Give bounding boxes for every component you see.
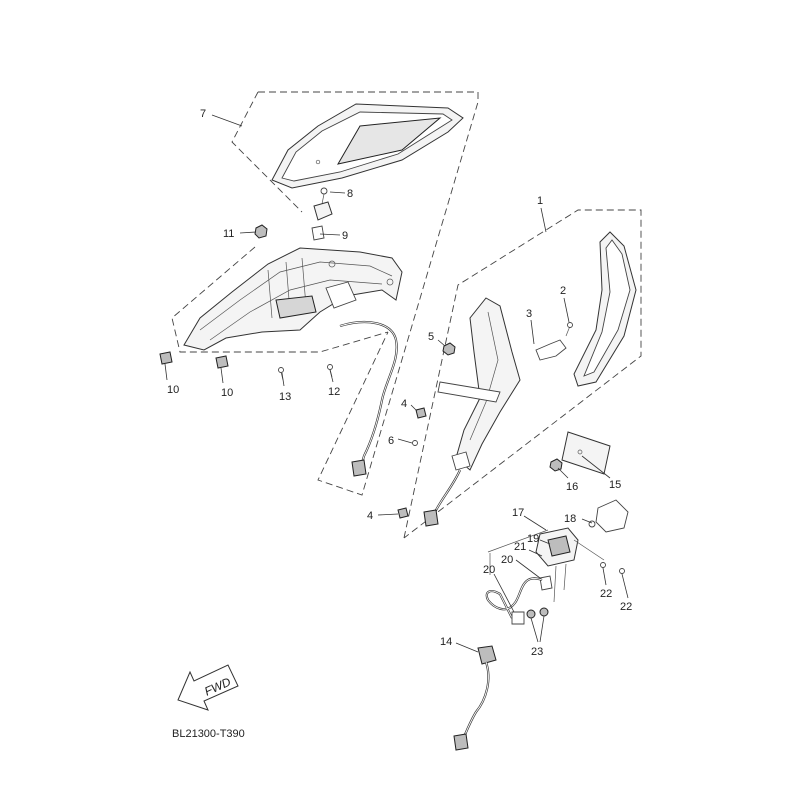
callout-labels: 7 8 11 9 1 2 3 5 10 10 13 12 4 6 16 15 4… (167, 108, 632, 658)
callout-12: 12 (328, 386, 340, 398)
part-1-bracket (423, 297, 521, 527)
part-7-cover (271, 103, 464, 189)
part-4-clip-lower (397, 507, 409, 519)
fwd-arrow-icon (177, 664, 239, 711)
diagram-code: BL21300-T390 (172, 728, 245, 740)
callout-22-right: 22 (620, 601, 632, 613)
part-16-nut (549, 458, 563, 472)
dashed-boundary-left (171, 246, 389, 353)
callout-4-upper: 4 (401, 398, 407, 410)
callout-9: 9 (342, 230, 348, 242)
callout-16: 16 (566, 481, 578, 493)
part-15-plate-light (561, 431, 611, 475)
part-9-bulb (311, 201, 333, 241)
leader-lines (164, 114, 629, 653)
callout-23: 23 (531, 646, 543, 658)
callout-2: 2 (560, 285, 566, 297)
callout-6: 6 (388, 435, 394, 447)
dashed-boundary-top (231, 91, 479, 496)
callout-10-left: 10 (167, 384, 179, 396)
part-14-connector (453, 645, 497, 751)
right-lens (573, 231, 637, 387)
dashed-boundary-right (403, 209, 642, 539)
callout-11: 11 (223, 228, 234, 240)
part-8-screw (320, 187, 328, 205)
tail-light-assembly (485, 499, 629, 625)
callout-7: 7 (200, 108, 206, 120)
callout-4-lower: 4 (367, 510, 373, 522)
callout-20-upper: 20 (501, 554, 513, 566)
callout-14: 14 (440, 636, 452, 648)
callout-21: 21 (514, 541, 526, 553)
callout-18: 18 (564, 513, 576, 525)
callout-22-left: 22 (600, 588, 612, 600)
part-5-nut (442, 342, 456, 356)
part-10-clips (159, 351, 229, 369)
callout-19: 19 (527, 533, 539, 545)
part-3-bulb (535, 339, 567, 361)
callout-1: 1 (537, 195, 543, 207)
part-6-screw (412, 440, 418, 446)
main-body-assembly (183, 247, 403, 351)
part-11-nut (254, 224, 268, 239)
part-4-clip-upper (415, 407, 427, 419)
callout-17: 17 (512, 507, 524, 519)
callout-3: 3 (526, 308, 532, 320)
main-wire-harness (339, 320, 398, 477)
callout-15: 15 (609, 479, 621, 491)
callout-13: 13 (279, 391, 291, 403)
callout-20-lower: 20 (483, 564, 495, 576)
callout-10-right: 10 (221, 387, 233, 399)
dashed-group-boundaries (171, 91, 642, 539)
fwd-arrow: FWD (177, 664, 239, 711)
part-2-screw (565, 322, 573, 337)
callout-8: 8 (347, 188, 353, 200)
callout-5: 5 (428, 331, 434, 343)
